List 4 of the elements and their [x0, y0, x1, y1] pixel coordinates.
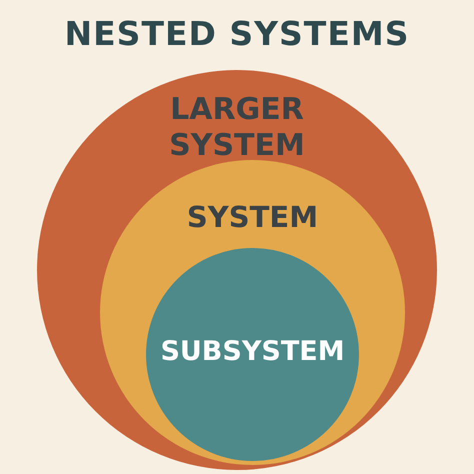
- circle-label: SYSTEM: [186, 200, 320, 235]
- title: NESTED SYSTEMS: [64, 14, 410, 53]
- circle-label: SUBSYSTEM: [159, 336, 346, 368]
- circle-label: LARGER SYSTEM: [168, 92, 306, 164]
